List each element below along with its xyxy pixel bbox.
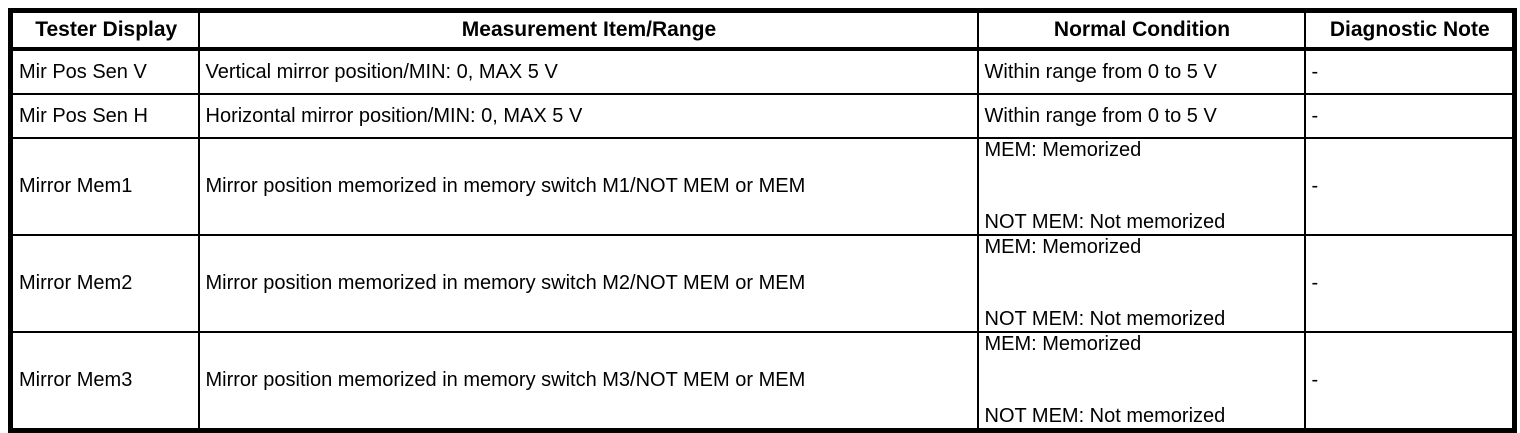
normal-condition-lines: Within range from 0 to 5 V	[984, 51, 1300, 92]
normal-condition-lines: Within range from 0 to 5 V	[984, 96, 1300, 136]
normal-condition-line: NOT MEM: Not memorized	[984, 308, 1226, 330]
normal-condition-cell: Within range from 0 to 5 V	[976, 93, 1306, 139]
diagnostic-note-cell: -	[1303, 331, 1516, 432]
column-header-normal-condition: Normal Condition	[976, 9, 1306, 51]
measurement-item-range-cell: Mirror position memorized in memory swit…	[197, 137, 979, 236]
tester-display-cell: Mirror Mem3	[9, 331, 200, 432]
normal-condition-line: NOT MEM: Not memorized	[984, 405, 1226, 427]
normal-condition-line: MEM: Memorized	[984, 139, 1142, 161]
diagnostic-note-cell: -	[1303, 48, 1516, 95]
diagnostic-note-cell: -	[1303, 93, 1516, 139]
measurement-item-range-cell: Horizontal mirror position/MIN: 0, MAX 5…	[197, 93, 979, 139]
diagnostic-data-table: Tester Display Measurement Item/Range No…	[8, 8, 1517, 433]
normal-condition-line: NOT MEM: Not memorized	[984, 211, 1226, 233]
header-row: Tester Display Measurement Item/Range No…	[9, 9, 1516, 51]
diagnostic-table-container: Tester Display Measurement Item/Range No…	[8, 8, 1517, 433]
table-row: Mirror Mem3 Mirror position memorized in…	[9, 331, 1516, 432]
normal-condition-line: MEM: Memorized	[984, 333, 1142, 355]
table-header: Tester Display Measurement Item/Range No…	[9, 9, 1516, 51]
tester-display-cell: Mirror Mem2	[9, 234, 200, 333]
normal-condition-line: Within range from 0 to 5 V	[984, 104, 1217, 127]
tester-display-cell: Mir Pos Sen V	[9, 48, 200, 95]
normal-condition-cell: Within range from 0 to 5 V	[976, 48, 1306, 95]
table-row: Mir Pos Sen H Horizontal mirror position…	[9, 93, 1516, 139]
table-row: Mir Pos Sen V Vertical mirror position/M…	[9, 48, 1516, 95]
table-row: Mirror Mem1 Mirror position memorized in…	[9, 137, 1516, 236]
column-header-tester-display: Tester Display	[9, 9, 200, 51]
column-header-measurement-item-range: Measurement Item/Range	[197, 9, 979, 51]
tester-display-cell: Mir Pos Sen H	[9, 93, 200, 139]
normal-condition-line: Within range from 0 to 5 V	[984, 60, 1217, 83]
table-row: Mirror Mem2 Mirror position memorized in…	[9, 234, 1516, 333]
column-header-diagnostic-note: Diagnostic Note	[1303, 9, 1516, 51]
normal-condition-line: MEM: Memorized	[984, 236, 1142, 258]
table-body: Mir Pos Sen V Vertical mirror position/M…	[9, 48, 1516, 432]
tester-display-cell: Mirror Mem1	[9, 137, 200, 236]
measurement-item-range-cell: Mirror position memorized in memory swit…	[197, 234, 979, 333]
diagnostic-note-cell: -	[1303, 137, 1516, 236]
measurement-item-range-cell: Mirror position memorized in memory swit…	[197, 331, 979, 432]
measurement-item-range-cell: Vertical mirror position/MIN: 0, MAX 5 V	[197, 48, 979, 95]
diagnostic-note-cell: -	[1303, 234, 1516, 333]
